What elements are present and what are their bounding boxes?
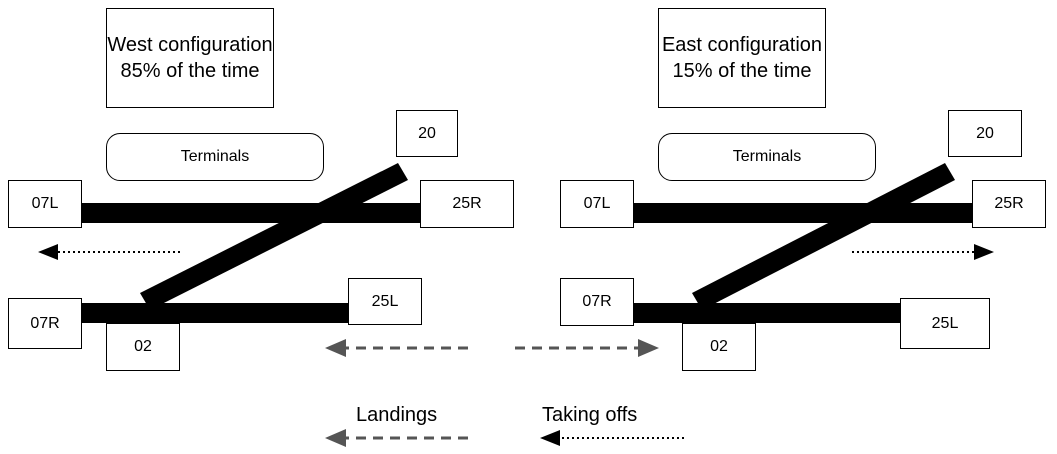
west-terminals-box: Terminals: [106, 133, 324, 181]
west-runway-07r-25l: [82, 303, 348, 323]
west-title-line2: 85% of the time: [120, 60, 260, 82]
east-title-line1: East configuration: [661, 34, 823, 56]
west-runway-label-25l: 25L: [348, 278, 422, 325]
east-runway-07r-25l: [634, 303, 900, 323]
west-runway-label-25r: 25R: [420, 180, 514, 228]
east-terminals-box: Terminals: [658, 133, 876, 181]
west-runway-label-20: 20: [396, 110, 458, 157]
east-runway-02-20: [692, 163, 955, 310]
east-takeoff-arrowhead: [974, 244, 994, 260]
west-title-line1: West configuration: [107, 34, 273, 56]
west-takeoff-arrowhead: [38, 244, 58, 260]
legend-landing-arrowhead: [325, 429, 346, 447]
east-runway-label-25r: 25R: [972, 180, 1046, 228]
west-runway-02-20: [140, 163, 408, 310]
east-runway-label-02: 02: [682, 323, 756, 371]
west-title-box: West configuration 85% of the time: [106, 8, 274, 108]
west-landing-arrowhead: [325, 339, 346, 357]
east-runway-label-07l: 07L: [560, 180, 634, 228]
legend-takeoff-arrowhead: [540, 430, 560, 446]
legend-landings-label: Landings: [356, 404, 438, 426]
west-runway-label-07l: 07L: [8, 180, 82, 228]
east-landing-arrowhead: [638, 339, 659, 357]
east-title-box: East configuration 15% of the time: [658, 8, 826, 108]
west-runway-label-02: 02: [106, 323, 180, 371]
east-title-line2: 15% of the time: [672, 60, 812, 82]
west-runway-07l-25r: [82, 203, 420, 223]
east-runway-label-20: 20: [948, 110, 1022, 157]
legend-takeoffs-label: Taking offs: [542, 404, 638, 426]
west-runway-label-07r: 07R: [8, 298, 82, 349]
east-runway-07l-25r: [634, 203, 972, 223]
east-runway-label-07r: 07R: [560, 278, 634, 326]
east-runway-label-25l: 25L: [900, 298, 990, 349]
